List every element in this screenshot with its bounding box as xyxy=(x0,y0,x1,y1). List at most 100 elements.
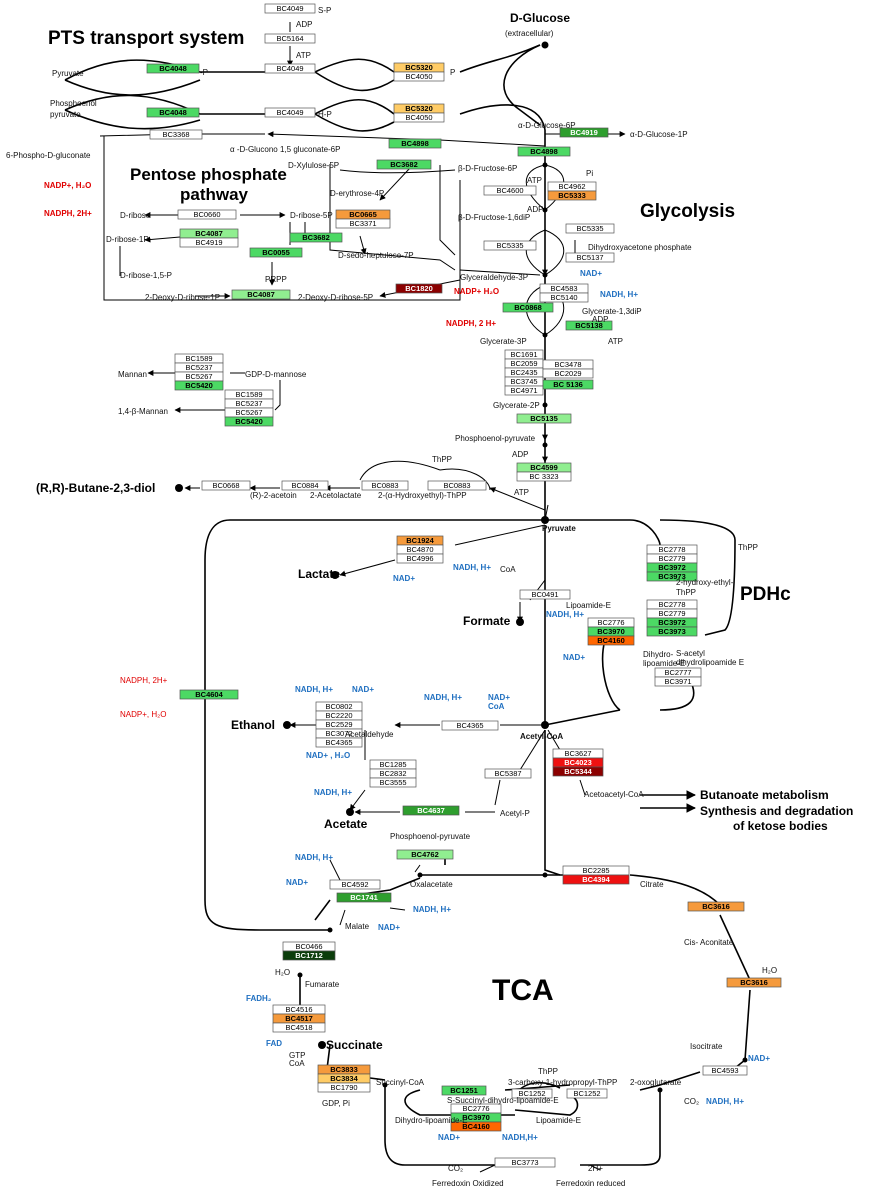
enzyme-label: BC3555 xyxy=(379,778,406,787)
enzyme-box-cell xyxy=(149,129,203,140)
enzyme-box-cell xyxy=(264,63,316,74)
label-nadph-2h-1: NADPH, 2H+ xyxy=(44,209,92,218)
enzyme-box-cell xyxy=(483,240,537,251)
enzyme-label: BC3970 xyxy=(462,1113,490,1122)
enzyme-box-cell xyxy=(317,1082,371,1093)
label-glyceraldehyde-3p: Glyceraldehyde-3P xyxy=(460,273,528,282)
enzyme-box: BC1252 xyxy=(566,1088,608,1099)
label-nadp-h2o-1: NADP+, H₂O xyxy=(44,181,91,190)
label-nad-3: NAD+ xyxy=(563,653,585,662)
enzyme-box-cell xyxy=(396,849,454,860)
enzyme-box: BC4049 xyxy=(264,63,316,74)
label-nad-2: NAD+ xyxy=(393,574,415,583)
enzyme-label: BC0491 xyxy=(531,590,558,599)
enzyme-label: BC5387 xyxy=(494,769,521,778)
enzyme-box-cell xyxy=(565,223,615,234)
enzyme-label: BC3745 xyxy=(510,377,537,386)
enzyme-label: BC2029 xyxy=(554,369,581,378)
label-carboxy-thpp: 3-carboxy-1-hydropropyl-ThPP xyxy=(508,1078,617,1087)
enzyme-label: BC3773 xyxy=(511,1158,538,1167)
label-xylulose-5p: D-Xylulose-5P xyxy=(288,161,339,170)
enzyme-box: BC1251 xyxy=(441,1085,487,1096)
enzyme-box-cell xyxy=(566,1088,608,1099)
enzyme-label: BC2776 xyxy=(597,618,624,627)
enzyme-box-cell xyxy=(264,33,316,44)
enzyme-box: BC5137 xyxy=(565,252,615,263)
enzyme-label: BC0884 xyxy=(291,481,318,490)
enzyme-label: BC4050 xyxy=(405,72,432,81)
enzyme-label: BC4049 xyxy=(276,64,303,73)
enzyme-label: BC4517 xyxy=(285,1014,313,1023)
enzyme-box-cell xyxy=(502,302,554,313)
enzyme-label: BC3973 xyxy=(658,627,686,636)
label-adp-2: ADP xyxy=(527,205,543,214)
enzyme-box-cell xyxy=(427,480,487,491)
label-nadh-9: NADH, H+ xyxy=(706,1097,744,1106)
enzyme-label: BC4023 xyxy=(564,758,592,767)
enzyme-label: BC5335 xyxy=(576,224,603,233)
label-acetolactate: 2-Acetolactate xyxy=(310,491,362,500)
label-6-phospho-gluconate: 6-Phospho-D-gluconate xyxy=(6,151,91,160)
label-acetoacetyl-coa: Acetoacetyl-CoA xyxy=(584,790,644,799)
label-gtp: GTP xyxy=(289,1051,305,1060)
label-cis-aconitate: Cis- Aconitate xyxy=(684,938,734,947)
enzyme-label: BC5140 xyxy=(550,293,577,302)
label-pep: Phosphoenol-pyruvate xyxy=(455,434,536,443)
label-nadph-2h-2: NADPH, 2 H+ xyxy=(446,319,496,328)
enzyme-label: BC5267 xyxy=(235,408,262,417)
metabolite-labels: S-P ADP ATP D-Glucose (extracellular) Py… xyxy=(6,6,853,1188)
enzyme-label: BC4049 xyxy=(276,4,303,13)
enzyme-label: BC5420 xyxy=(235,417,263,426)
enzyme-box-cell xyxy=(289,232,343,243)
enzyme-label: BC4919 xyxy=(195,238,222,247)
label-lipoamide-e-3: Lipoamide-E xyxy=(536,1116,581,1125)
section-ppp-title-2: pathway xyxy=(180,185,249,204)
enzyme-label: BC3371 xyxy=(349,219,376,228)
enzyme-label: BC5333 xyxy=(558,191,586,200)
enzyme-box-cell xyxy=(484,768,532,779)
enzyme-label: BC4087 xyxy=(195,229,223,238)
label-ferredoxin-reduced: Ferredoxin reduced xyxy=(556,1179,625,1188)
enzyme-box: BC4592 xyxy=(329,879,381,890)
label-d-ribose: D-ribose xyxy=(120,211,151,220)
enzyme-box-cell xyxy=(702,1065,748,1076)
label-h-p: H-P xyxy=(318,110,332,119)
enzyme-label: BC0868 xyxy=(514,303,542,312)
enzyme-box-cell xyxy=(726,977,782,988)
label-thpp-1: ThPP xyxy=(432,455,452,464)
label-h2o-2: H₂O xyxy=(275,968,290,977)
enzyme-label: BC1790 xyxy=(330,1083,357,1092)
label-d-ribose-5p: D-ribose-5P xyxy=(290,211,333,220)
enzyme-label: BC3972 xyxy=(658,563,686,572)
section-pdhc-title: PDHc xyxy=(740,584,791,605)
label-lactate: Lactate xyxy=(298,567,340,581)
enzyme-box-cell xyxy=(177,209,237,220)
label-co2-1: CO₂ xyxy=(684,1097,699,1106)
label-succinyl-dihydrolipoamide: S-Succinyl-dihydro-lipoamide-E xyxy=(447,1096,559,1105)
enzyme-label: BC4087 xyxy=(247,290,275,299)
enzyme-label: BC2779 xyxy=(658,609,685,618)
label-prpp: PRPP xyxy=(265,275,287,284)
enzyme-label: BC4870 xyxy=(406,545,433,554)
label-s-p: S-P xyxy=(318,6,331,15)
enzyme-box-cell xyxy=(201,480,251,491)
enzyme-label: BC4898 xyxy=(530,147,558,156)
label-nadph-2h-3: NADPH, 2H+ xyxy=(120,676,168,685)
label-d-glucose: D-Glucose xyxy=(510,11,570,25)
enzyme-label: BC3971 xyxy=(664,677,691,686)
enzyme-box-cell xyxy=(654,676,702,687)
label-d-ribose-15p: D-ribose-1,5-P xyxy=(120,271,172,280)
label-nadh-6: NADH, H+ xyxy=(314,788,352,797)
enzyme-label: BC4762 xyxy=(411,850,439,859)
label-acetyl-coa: Acetyl-CoA xyxy=(520,732,563,741)
enzyme-box-cell xyxy=(450,1121,502,1132)
enzyme-label: BC4971 xyxy=(510,386,537,395)
label-synthesis: Synthesis and degradation xyxy=(700,804,853,818)
enzyme-label: BC2435 xyxy=(510,368,537,377)
enzyme-box-cell xyxy=(646,571,698,582)
